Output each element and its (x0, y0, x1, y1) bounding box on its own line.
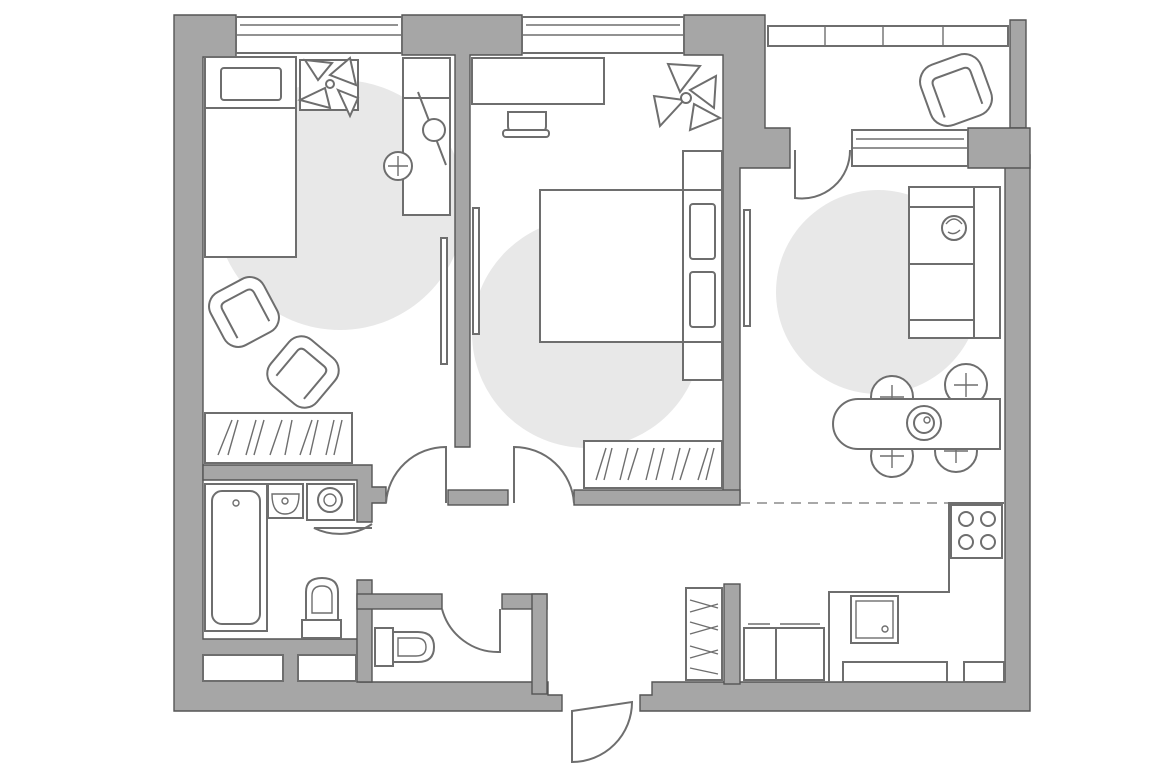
armchair-icon (266, 335, 340, 409)
door-bedroom-1 (385, 445, 447, 504)
desk-chair-icon (383, 151, 413, 181)
wardrobe (583, 440, 723, 489)
door-bathroom (313, 523, 373, 535)
window (297, 654, 357, 682)
cooktop-icon (950, 504, 1003, 559)
bedroom-2 (471, 57, 723, 489)
wall-bathroom-top (202, 464, 387, 523)
chair-icon (944, 363, 988, 407)
wall-right-pillar (967, 127, 1031, 169)
window (963, 661, 1005, 683)
wall-wc-right (531, 593, 548, 695)
wall-segment (573, 489, 741, 506)
kitchen-sink-icon (850, 595, 899, 644)
double-bed (539, 150, 723, 381)
cat-icon (941, 215, 967, 241)
bathtub-icon (204, 483, 268, 632)
sliding-door (472, 207, 480, 335)
wall-far-right-top (1009, 19, 1027, 129)
toilet-icon (301, 576, 342, 639)
door-wc (441, 608, 501, 654)
toilet-icon (374, 627, 436, 667)
wall-top-right (683, 14, 791, 504)
door-bedroom-2 (513, 445, 575, 504)
sliding-door (743, 209, 751, 327)
windows (202, 16, 1009, 683)
single-bed (204, 56, 297, 258)
window (202, 654, 284, 682)
wall-segment (447, 489, 509, 506)
wall-wc-top (356, 593, 443, 610)
sliding-doors (440, 207, 751, 365)
desk-chair-icon (502, 111, 550, 138)
window (851, 129, 969, 167)
wc (374, 627, 436, 667)
hallway-wardrobe (685, 587, 723, 681)
kitchen-counter (828, 502, 1004, 682)
sliding-door (440, 237, 448, 365)
bathroom (204, 483, 355, 639)
kitchen (685, 502, 1004, 682)
window (521, 16, 685, 54)
washbasin-icon (267, 483, 304, 519)
door-balcony (794, 149, 852, 200)
armchair-icon (919, 53, 993, 127)
window-balcony (767, 25, 1009, 47)
window (842, 661, 948, 683)
living-room (832, 53, 1001, 478)
window (235, 16, 403, 54)
armchair-icon (208, 276, 280, 348)
wall-kitchen-left (723, 583, 741, 685)
doors (313, 149, 852, 764)
entrance-door (571, 700, 634, 764)
washing-machine-icon (306, 483, 355, 521)
desk-lamp-icon (422, 118, 446, 142)
dining-table (832, 363, 1001, 478)
plant-icon (297, 56, 360, 119)
plant-icon (652, 62, 723, 132)
shoe-cabinet (743, 623, 825, 681)
sofa (908, 186, 1001, 339)
desk (471, 57, 605, 105)
walls (173, 14, 1031, 712)
wardrobe (204, 412, 353, 464)
bedroom-1 (204, 56, 451, 464)
